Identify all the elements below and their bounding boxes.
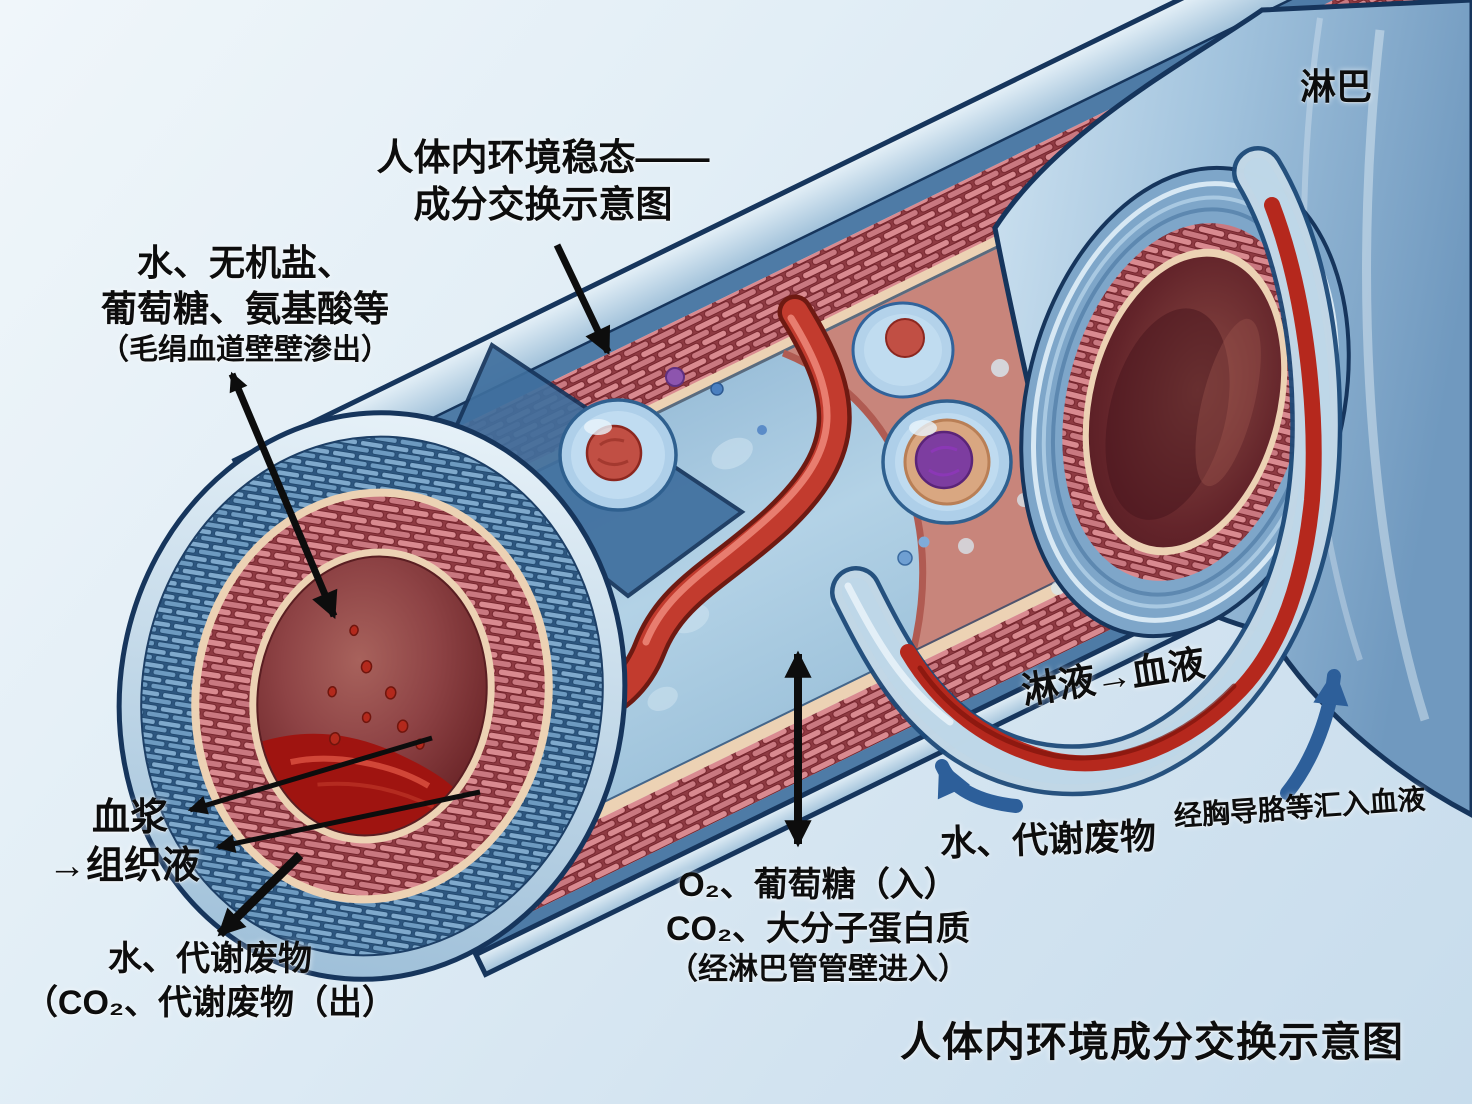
arrow-to-waste-out-label bbox=[216, 851, 304, 938]
label-filtration-line1: 水、无机盐、 bbox=[136, 242, 353, 283]
lymph-trunk bbox=[992, 0, 1472, 818]
label-water-waste: 水、代谢废物 bbox=[939, 815, 1157, 864]
label-exchange: O₂、葡萄糖（入） CO₂、大分子蛋白质 （经淋巴管管壁进入） bbox=[638, 864, 998, 989]
cell-small bbox=[851, 301, 955, 399]
capillary-red-vessel bbox=[558, 294, 852, 734]
label-filtration-line3: （毛绢血道壁壁渗出） bbox=[99, 334, 390, 367]
label-plasma: 血浆 bbox=[92, 797, 169, 839]
cell-purple-nucleus bbox=[881, 399, 1013, 525]
arrow-to-plasma-label bbox=[187, 735, 433, 815]
arrow-title-to-vessel bbox=[553, 243, 612, 356]
label-waste-out: 水、代谢废物 （CO₂、代谢废物（出） bbox=[20, 938, 400, 1025]
label-filtration: 水、无机盐、 葡萄糖、氨基酸等 （毛绢血道壁壁渗出） bbox=[70, 240, 420, 369]
arrow-flow-into-vessel bbox=[935, 759, 1023, 813]
arrow-to-tissue-fluid-label bbox=[215, 789, 481, 853]
diagram-title: 人体内环境稳态—— 成分交换示意图 bbox=[318, 134, 768, 229]
label-lymph: 淋巴 bbox=[1300, 66, 1373, 107]
arrow-topleft-to-lumen bbox=[228, 371, 338, 620]
red-nucleus-small bbox=[885, 318, 925, 358]
cell-red-nucleus bbox=[558, 398, 678, 512]
lymph-capillary bbox=[830, 146, 1343, 797]
label-exchange-line3: （经淋巴管管壁进入） bbox=[668, 953, 968, 987]
label-waste-out-line1: 水、代谢废物 bbox=[108, 940, 312, 978]
label-filtration-line2: 葡萄糖、氨基酸等 bbox=[100, 288, 389, 330]
label-exchange-line2: CO₂、大分子蛋白质 bbox=[665, 909, 971, 948]
lymph-trunk-opening bbox=[1019, 165, 1351, 639]
red-nucleus bbox=[585, 424, 643, 482]
diagram-title-line2: 成分交换示意图 bbox=[413, 184, 673, 226]
footer-title: 人体内环境成分交换示意图 bbox=[900, 1019, 1404, 1065]
purple-nucleus bbox=[914, 430, 974, 490]
flow-arrows bbox=[935, 669, 1349, 813]
arrow-flow-up-to-blood bbox=[1280, 669, 1349, 800]
diagram-title-line1: 人体内环境稳态—— bbox=[376, 137, 710, 178]
label-tissue-fluid: →组织液 bbox=[48, 845, 201, 887]
lymph-fluid-red bbox=[900, 197, 1322, 772]
annotation-arrows bbox=[187, 243, 812, 938]
label-exchange-line1: O₂、葡萄糖（入） bbox=[678, 866, 958, 904]
label-waste-out-line2: （CO₂、代谢废物（出） bbox=[23, 983, 397, 1022]
